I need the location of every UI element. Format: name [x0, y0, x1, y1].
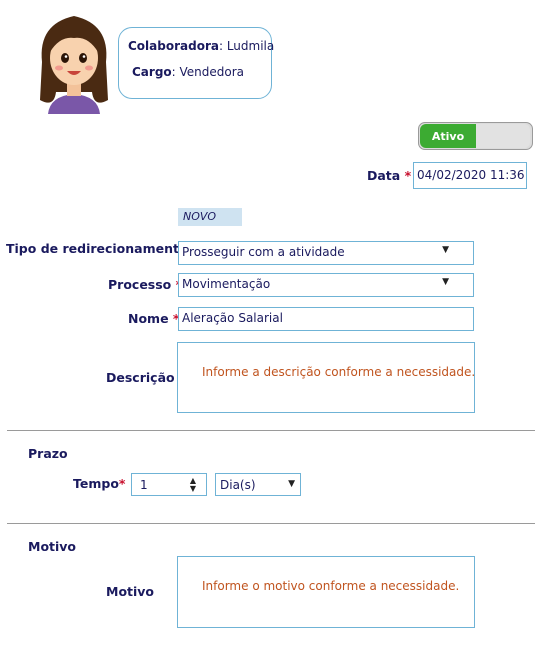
nome-label-wrap: Nome *: [128, 311, 179, 326]
prazo-unit-select[interactable]: Dia(s) ▼: [215, 473, 301, 496]
tempo-value: 1: [140, 478, 148, 492]
required-mark: *: [118, 476, 126, 491]
chevron-down-icon: ▼: [442, 277, 449, 287]
motivo-placeholder: Informe o motivo conforme a necessidade.: [202, 579, 460, 593]
divider: [7, 430, 535, 431]
stepper-up-icon[interactable]: ▲: [189, 476, 196, 485]
colaboradora-value: : Ludmila: [218, 39, 275, 53]
date-field[interactable]: 04/02/2020 11:36: [413, 162, 527, 189]
tempo-stepper[interactable]: 1 ▲ ▼: [131, 473, 207, 496]
required-mark: *: [172, 311, 180, 326]
stepper-down-icon[interactable]: ▼: [189, 484, 196, 493]
chevron-down-icon: ▼: [288, 479, 295, 489]
nome-value: Aleração Salarial: [182, 311, 283, 325]
tipo-label: Tipo de redirecionamento: [6, 241, 188, 256]
chevron-down-icon: ▼: [442, 245, 449, 255]
prazo-unit-value: Dia(s): [220, 478, 256, 492]
descricao-textarea[interactable]: Informe a descrição conforme a necessida…: [177, 342, 475, 413]
processo-label-wrap: Processo *: [108, 277, 182, 292]
date-label-wrap: Data *: [367, 168, 411, 183]
status-badge: NOVO: [178, 208, 242, 226]
tipo-value: Prosseguir com a atividade: [182, 245, 345, 259]
motivo-section-title: Motivo: [28, 539, 77, 554]
tipo-label-wrap: Tipo de redirecionamento*: [6, 241, 194, 256]
descricao-placeholder: Informe a descrição conforme a necessida…: [202, 365, 476, 379]
cargo-value: : Vendedora: [171, 65, 245, 79]
divider: [7, 523, 535, 524]
toggle-knob[interactable]: [476, 124, 530, 148]
descricao-label: Descrição: [106, 370, 175, 385]
motivo-textarea[interactable]: Informe o motivo conforme a necessidade.: [177, 556, 475, 628]
status-badge-text: NOVO: [183, 210, 217, 223]
avatar: [40, 16, 108, 114]
prazo-section-title: Prazo: [28, 446, 68, 461]
processo-select[interactable]: Movimentação ▼: [178, 273, 474, 297]
processo-value: Movimentação: [182, 277, 271, 291]
cargo-row: Cargo: Vendedora: [132, 65, 244, 79]
cargo-label: Cargo: [132, 65, 172, 79]
processo-label: Processo: [108, 277, 172, 292]
motivo-label: Motivo: [106, 584, 155, 599]
nome-field[interactable]: Aleração Salarial: [178, 307, 474, 331]
colaboradora-label: Colaboradora: [128, 39, 219, 53]
nome-label: Nome: [128, 311, 169, 326]
toggle-on-label: Ativo: [420, 124, 476, 148]
profile-card: Colaboradora: Ludmila Cargo: Vendedora: [118, 27, 274, 99]
tempo-label-wrap: Tempo*: [73, 476, 125, 491]
date-label: Data: [367, 168, 401, 183]
tempo-label: Tempo: [73, 476, 119, 491]
colaboradora-row: Colaboradora: Ludmila: [128, 39, 274, 53]
date-value: 04/02/2020 11:36: [417, 168, 525, 182]
tipo-select[interactable]: Prosseguir com a atividade ▼: [178, 241, 474, 265]
status-toggle[interactable]: Ativo: [418, 122, 533, 150]
required-mark: *: [404, 168, 412, 183]
